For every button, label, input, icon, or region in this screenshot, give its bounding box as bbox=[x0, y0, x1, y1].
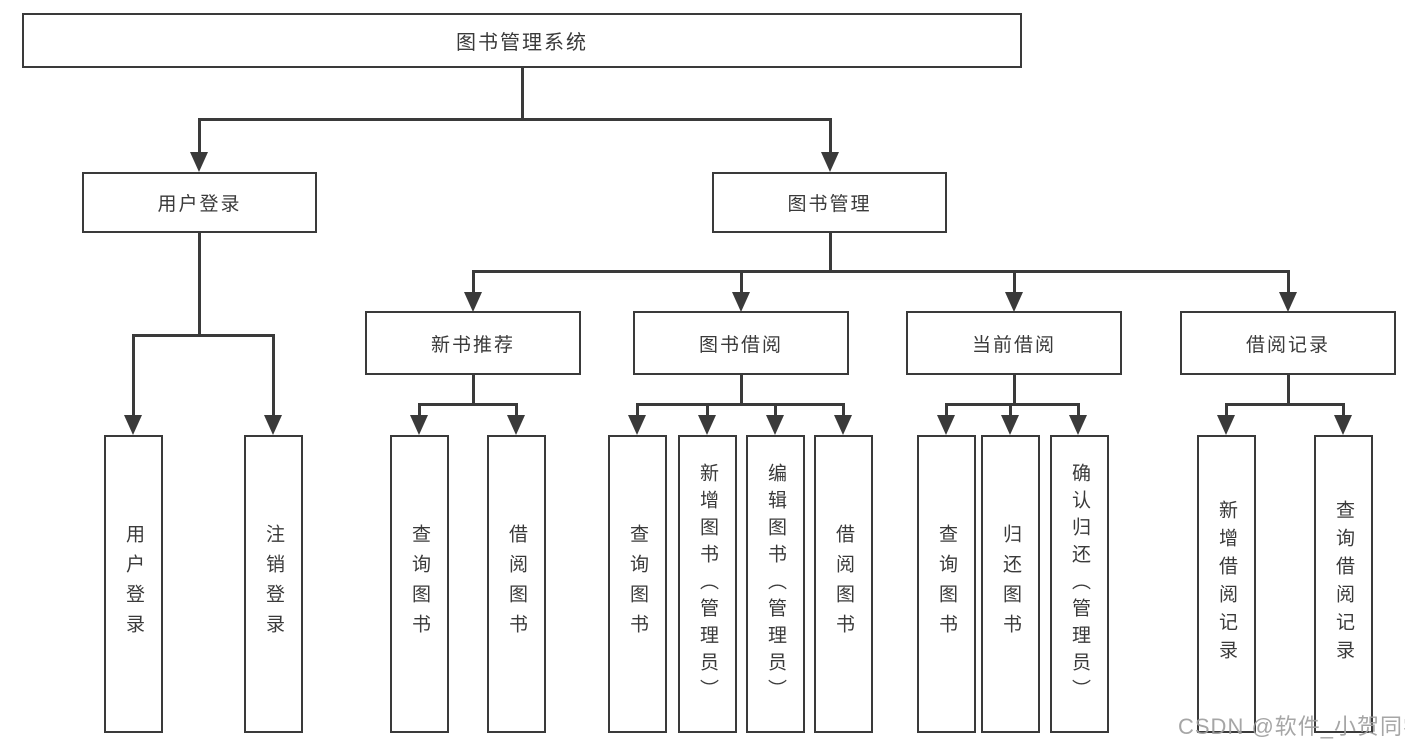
leaf-label: 用户登录 bbox=[123, 524, 144, 644]
connector-records-stem bbox=[1287, 375, 1290, 406]
leaf-label: 查询图书 bbox=[627, 524, 648, 644]
leaf-add-borrow-record: 新增借阅记录 bbox=[1197, 435, 1256, 733]
connector-newrec-rail bbox=[418, 403, 518, 406]
connector-mgmt-rail bbox=[472, 270, 1290, 273]
connector-drop-query2 bbox=[636, 403, 639, 416]
leaf-borrow-books: 借阅图书 bbox=[814, 435, 873, 733]
arrowhead-leaf-user-login bbox=[124, 415, 142, 435]
arrowhead-return bbox=[1001, 415, 1019, 435]
arrowhead-addbook bbox=[698, 415, 716, 435]
connector-drop-confirm bbox=[1077, 403, 1080, 416]
node-label: 图书借阅 bbox=[698, 334, 783, 356]
leaf-label: 新增图书（管理员） bbox=[697, 462, 718, 706]
arrowhead-book-mgmt bbox=[821, 152, 839, 172]
connector-borrowing-rail bbox=[636, 403, 844, 406]
connector-drop-addrecord bbox=[1225, 403, 1228, 416]
arrowhead-queryrecord bbox=[1334, 415, 1352, 435]
arrowhead-editbook bbox=[766, 415, 784, 435]
leaf-query-books-recommend: 查询图书 bbox=[390, 435, 449, 733]
connector-login-stem bbox=[198, 233, 201, 336]
arrowhead-query2 bbox=[628, 415, 646, 435]
connector-drop-book-mgmt bbox=[829, 118, 832, 153]
connector-newrec-stem bbox=[472, 375, 475, 406]
connector-drop-borrow1 bbox=[515, 403, 518, 416]
leaf-query-borrow-record: 查询借阅记录 bbox=[1314, 435, 1373, 733]
arrowhead-confirm bbox=[1069, 415, 1087, 435]
arrowhead-user-login bbox=[190, 152, 208, 172]
node-label: 借阅记录 bbox=[1245, 334, 1330, 356]
leaf-logout: 注销登录 bbox=[244, 435, 303, 733]
connector-root-rail bbox=[198, 118, 832, 121]
arrowhead-leaf-logout bbox=[264, 415, 282, 435]
node-library-management-system: 图书管理系统 bbox=[22, 13, 1022, 68]
connector-drop-current bbox=[1013, 270, 1016, 293]
arrowhead-borrowing bbox=[732, 292, 750, 312]
connector-drop-borrow2 bbox=[842, 403, 845, 416]
node-book-borrowing: 图书借阅 bbox=[633, 311, 849, 375]
connector-drop-addbook bbox=[706, 403, 709, 416]
connector-mgmt-stem bbox=[829, 233, 832, 273]
arrowhead-records bbox=[1279, 292, 1297, 312]
leaf-edit-book-admin: 编辑图书（管理员） bbox=[746, 435, 805, 733]
connector-drop-query1 bbox=[418, 403, 421, 416]
arrowhead-borrow2 bbox=[834, 415, 852, 435]
node-label: 图书管理系统 bbox=[456, 32, 588, 54]
csdn-watermark: CSDN @软件_小贺同学 bbox=[1178, 714, 1405, 739]
connector-drop-new-rec bbox=[472, 270, 475, 293]
leaf-label: 归还图书 bbox=[1000, 524, 1021, 644]
arrowhead-query1 bbox=[410, 415, 428, 435]
connector-drop-return bbox=[1009, 403, 1012, 416]
arrowhead-current bbox=[1005, 292, 1023, 312]
leaf-add-book-admin: 新增图书（管理员） bbox=[678, 435, 737, 733]
arrowhead-new-rec bbox=[464, 292, 482, 312]
connector-drop-borrowing bbox=[740, 270, 743, 293]
arrowhead-borrow1 bbox=[507, 415, 525, 435]
leaf-label: 确认归还（管理员） bbox=[1069, 462, 1090, 706]
node-label: 用户登录 bbox=[157, 194, 242, 215]
connector-drop-queryrecord bbox=[1342, 403, 1345, 416]
leaf-user-login: 用户登录 bbox=[104, 435, 163, 733]
leaf-label: 查询借阅记录 bbox=[1333, 500, 1354, 668]
leaf-label: 查询图书 bbox=[936, 524, 957, 644]
leaf-confirm-return-admin: 确认归还（管理员） bbox=[1050, 435, 1109, 733]
leaf-query-books-borrowing: 查询图书 bbox=[608, 435, 667, 733]
connector-drop-records bbox=[1287, 270, 1290, 293]
leaf-label: 编辑图书（管理员） bbox=[765, 462, 786, 706]
arrowhead-query3 bbox=[937, 415, 955, 435]
connector-drop-leaf-user-login bbox=[132, 334, 135, 416]
connector-current-stem bbox=[1013, 375, 1016, 406]
connector-drop-editbook bbox=[774, 403, 777, 416]
connector-drop-user-login bbox=[198, 118, 201, 153]
connector-drop-leaf-logout bbox=[272, 334, 275, 416]
node-label: 当前借阅 bbox=[971, 334, 1056, 356]
connector-root-stem bbox=[521, 68, 524, 120]
leaf-label: 借阅图书 bbox=[506, 524, 527, 644]
leaf-label: 借阅图书 bbox=[833, 524, 854, 644]
node-label: 图书管理 bbox=[787, 194, 872, 215]
leaf-query-books-current: 查询图书 bbox=[917, 435, 976, 733]
node-current-borrowing: 当前借阅 bbox=[906, 311, 1122, 375]
connector-records-rail bbox=[1225, 403, 1344, 406]
leaf-borrow-books-recommend: 借阅图书 bbox=[487, 435, 546, 733]
node-new-book-recommend: 新书推荐 bbox=[365, 311, 581, 375]
arrowhead-addrecord bbox=[1217, 415, 1235, 435]
connector-borrowing-stem bbox=[740, 375, 743, 406]
leaf-label: 新增借阅记录 bbox=[1216, 500, 1237, 668]
node-borrowing-records: 借阅记录 bbox=[1180, 311, 1396, 375]
connector-login-rail bbox=[132, 334, 274, 337]
node-user-login-branch: 用户登录 bbox=[82, 172, 317, 233]
node-book-management-branch: 图书管理 bbox=[712, 172, 947, 233]
leaf-label: 查询图书 bbox=[409, 524, 430, 644]
leaf-return-books: 归还图书 bbox=[981, 435, 1040, 733]
connector-current-rail bbox=[945, 403, 1080, 406]
connector-drop-query3 bbox=[945, 403, 948, 416]
node-label: 新书推荐 bbox=[430, 334, 515, 356]
leaf-label: 注销登录 bbox=[263, 524, 284, 644]
